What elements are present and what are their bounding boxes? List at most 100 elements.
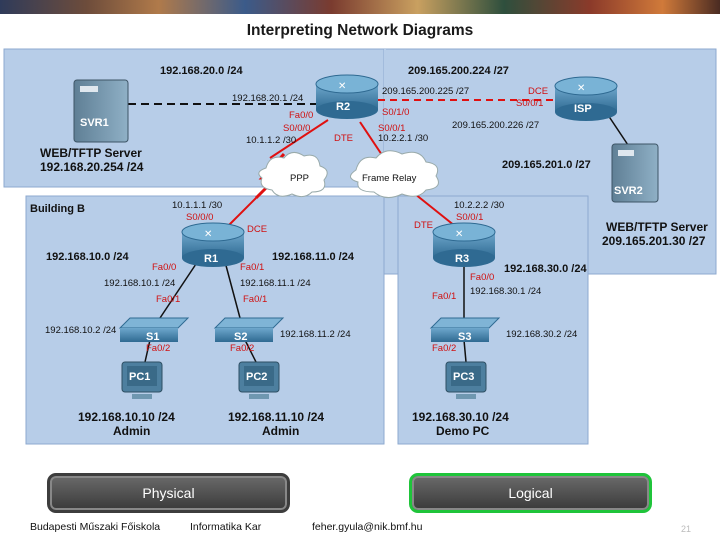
r3-fa00: Fa0/0 xyxy=(470,272,494,283)
region-top-left xyxy=(3,48,385,188)
r2-s010-ip: 209.165.200.225 /27 xyxy=(382,86,469,97)
pc1-role: Admin xyxy=(113,424,150,438)
r2-fa00: Fa0/0 xyxy=(289,110,313,121)
isp-s001: S0/0/1 xyxy=(516,98,543,109)
pc1-name: PC1 xyxy=(129,371,150,383)
frame-relay-cloud: Frame Relay xyxy=(350,150,439,198)
s3-switch[interactable]: S3 xyxy=(429,317,501,343)
link-s2-pc2 xyxy=(244,339,257,363)
r2-s000: S0/0/0 xyxy=(283,123,310,134)
pc3-name: PC3 xyxy=(453,371,474,383)
r2-s001: S0/0/1 xyxy=(378,123,405,134)
network-diagram: PPP Frame Relay SVR1 SVR2 ✕ R2 ✕ ISP ✕ R… xyxy=(3,48,717,445)
isp-name: ISP xyxy=(574,103,592,115)
header-photo-strip xyxy=(0,0,720,14)
s3-fa01: Fa0/1 xyxy=(432,291,456,302)
svr2-name: SVR2 xyxy=(614,185,643,197)
isp-dce: DCE xyxy=(528,86,548,97)
svr2-server[interactable]: SVR2 xyxy=(611,143,659,203)
footer-email: feher.gyula@nik.bmf.hu xyxy=(312,521,423,533)
r2-s000-dte: DTE xyxy=(334,133,353,144)
r3-name: R3 xyxy=(455,253,469,265)
r3-fa00-ip: 192.168.30.1 /24 xyxy=(470,286,541,297)
r3-s001-ip: 10.2.2.2 /30 xyxy=(454,200,504,211)
link-r2-ppp xyxy=(269,119,329,159)
svr1-name: SVR1 xyxy=(80,117,109,129)
pc2-computer[interactable]: PC2 xyxy=(238,361,280,399)
s1-ip: 192.168.10.2 /24 xyxy=(45,325,116,336)
pc2-role: Admin xyxy=(262,424,299,438)
logical-button[interactable]: Logical xyxy=(409,473,652,513)
building-b-label: Building B xyxy=(30,203,85,215)
r1-fa00: Fa0/0 xyxy=(152,262,176,273)
link-r1-s2 xyxy=(223,257,241,319)
s2-fa02: Fa0/2 xyxy=(230,343,254,354)
r2-s000-ip: 10.1.1.2 /30 xyxy=(246,135,296,146)
r1-fa00-ip: 192.168.10.1 /24 xyxy=(104,278,175,289)
r1-s000-ip: 10.1.1.1 /30 xyxy=(172,200,222,211)
region-gap-top xyxy=(384,49,386,187)
r2-s001-ip: 10.2.2.1 /30 xyxy=(378,133,428,144)
ppp-cloud: PPP xyxy=(258,152,328,198)
network-label-n30: 192.168.30.0 /24 xyxy=(504,263,587,275)
s1-fa02: Fa0/2 xyxy=(146,343,170,354)
page-number: 21 xyxy=(681,524,692,534)
footer-faculty: Informatika Kar xyxy=(190,521,262,533)
ppp-label: PPP xyxy=(290,173,309,184)
svg-text:✕: ✕ xyxy=(204,229,212,240)
r3-router[interactable]: ✕ R3 xyxy=(432,222,496,267)
s1-switch[interactable]: S1 xyxy=(118,317,190,343)
s2-fa01: Fa0/1 xyxy=(243,294,267,305)
r2-fa00-ip: 192.168.20.1 /24 xyxy=(232,93,303,104)
r1-router[interactable]: ✕ R1 xyxy=(181,222,245,267)
r1-fa01-ip: 192.168.11.1 /24 xyxy=(240,278,311,289)
physical-button[interactable]: Physical xyxy=(47,473,290,513)
network-label-n10: 192.168.10.0 /24 xyxy=(46,251,129,263)
s2-ip: 192.168.11.2 /24 xyxy=(280,329,351,340)
s2-switch[interactable]: S2 xyxy=(213,317,285,343)
pc1-ip: 192.168.10.10 /24 xyxy=(78,410,175,424)
r1-fa01: Fa0/1 xyxy=(240,262,264,273)
pc2-ip: 192.168.11.10 /24 xyxy=(228,410,324,424)
s2-name: S2 xyxy=(234,331,247,343)
network-label-n20: 192.168.20.0 /24 xyxy=(160,65,243,77)
svr1-role: WEB/TFTP Server xyxy=(40,146,142,160)
pc1-computer[interactable]: PC1 xyxy=(121,361,163,399)
pc3-ip: 192.168.30.10 /24 xyxy=(412,410,509,424)
pc3-role: Demo PC xyxy=(436,424,490,438)
pc2-name: PC2 xyxy=(246,371,267,383)
link-r2-fr xyxy=(359,121,385,159)
svr2-role: WEB/TFTP Server xyxy=(606,220,708,234)
r1-dce: DCE xyxy=(247,224,267,235)
link-s3-pc3 xyxy=(463,339,467,363)
r3-s001: S0/0/1 xyxy=(456,212,483,223)
network-label-n201: 209.165.201.0 /27 xyxy=(502,159,591,171)
r2-router[interactable]: ✕ R2 xyxy=(315,74,379,119)
r2-name: R2 xyxy=(336,101,350,113)
s3-fa02: Fa0/2 xyxy=(432,343,456,354)
r1-s000: S0/0/0 xyxy=(186,212,213,223)
svr1-ip: 192.168.20.254 /24 xyxy=(40,160,144,174)
s1-fa01: Fa0/1 xyxy=(156,294,180,305)
s1-name: S1 xyxy=(146,331,159,343)
r1-name: R1 xyxy=(204,253,218,265)
footer-school: Budapesti Műszaki Főiskola xyxy=(30,521,161,533)
r3-dte: DTE xyxy=(414,220,433,231)
s3-ip: 192.168.30.2 /24 xyxy=(506,329,577,340)
frame-relay-label: Frame Relay xyxy=(362,173,417,184)
s3-name: S3 xyxy=(458,331,471,343)
isp-router[interactable]: ✕ ISP xyxy=(554,76,618,121)
network-label-n11: 192.168.11.0 /24 xyxy=(272,251,355,263)
page-title: Interpreting Network Diagrams xyxy=(246,22,474,39)
pc3-computer[interactable]: PC3 xyxy=(445,361,487,399)
link-r1-s1 xyxy=(159,257,201,319)
svg-text:✕: ✕ xyxy=(338,81,346,92)
network-label-n200-224: 209.165.200.224 /27 xyxy=(408,65,509,77)
link-isp-svr2 xyxy=(607,114,631,149)
svg-text:✕: ✕ xyxy=(455,229,463,240)
link-s1-pc1 xyxy=(144,339,151,363)
isp-ip: 209.165.200.226 /27 xyxy=(452,120,539,131)
svr1-server[interactable]: SVR1 xyxy=(73,79,129,143)
r2-s010: S0/1/0 xyxy=(382,107,409,118)
svg-text:✕: ✕ xyxy=(577,83,585,94)
